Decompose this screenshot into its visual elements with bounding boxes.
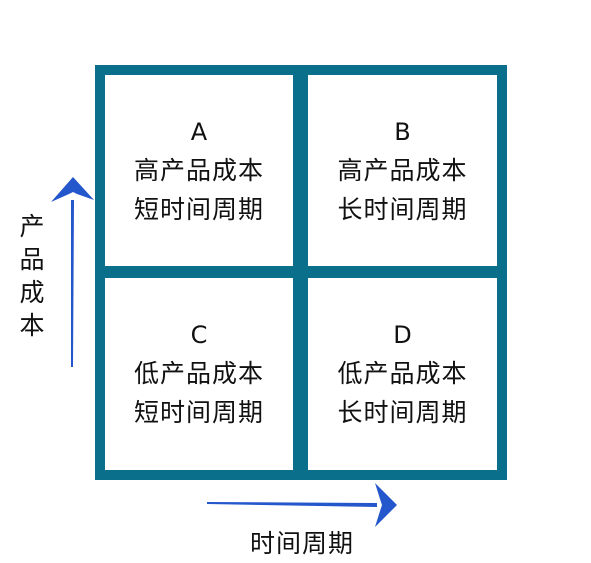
y-axis-label-char: 成 — [19, 278, 45, 307]
y-axis-label-char: 产 — [19, 212, 45, 241]
y-axis-label: 产 品 成 本 — [14, 210, 50, 342]
quadrant-c-letter: C — [190, 321, 208, 349]
y-axis-arrow-shaft — [71, 200, 74, 367]
quadrant-a: A 高产品成本 短时间周期 — [105, 75, 293, 266]
y-axis-arrow-head — [51, 177, 94, 202]
quadrant-c: C 低产品成本 短时间周期 — [105, 278, 293, 470]
quadrant-d-cycle: 长时间周期 — [337, 398, 468, 427]
quadrant-b: B 高产品成本 长时间周期 — [308, 75, 497, 266]
quadrant-b-letter: B — [394, 117, 411, 146]
x-axis-arrow-shaft — [207, 502, 377, 507]
quadrant-matrix: A 高产品成本 短时间周期 B 高产品成本 长时间周期 C 低产品成本 短时间周… — [95, 65, 507, 480]
quadrant-a-cost: 高产品成本 — [133, 155, 264, 185]
quadrant-a-cycle: 短时间周期 — [133, 194, 264, 224]
y-axis-label-char: 品 — [19, 245, 45, 274]
quadrant-c-cost: 低产品成本 — [133, 359, 264, 388]
y-axis-arrow-icon — [51, 177, 94, 367]
quadrant-d-cost: 低产品成本 — [337, 359, 468, 388]
quadrant-d-letter: D — [393, 321, 412, 349]
quadrant-b-cost: 高产品成本 — [337, 155, 468, 185]
quadrant-b-cycle: 长时间周期 — [337, 194, 468, 224]
quadrant-a-letter: A — [190, 117, 208, 146]
quadrant-c-cycle: 短时间周期 — [133, 398, 264, 427]
quadrant-d: D 低产品成本 长时间周期 — [308, 278, 497, 470]
y-axis-label-char: 本 — [19, 311, 45, 340]
x-axis-arrow-head — [375, 483, 397, 527]
x-axis-arrow-icon — [207, 483, 397, 527]
x-axis-label: 时间周期 — [249, 529, 354, 558]
